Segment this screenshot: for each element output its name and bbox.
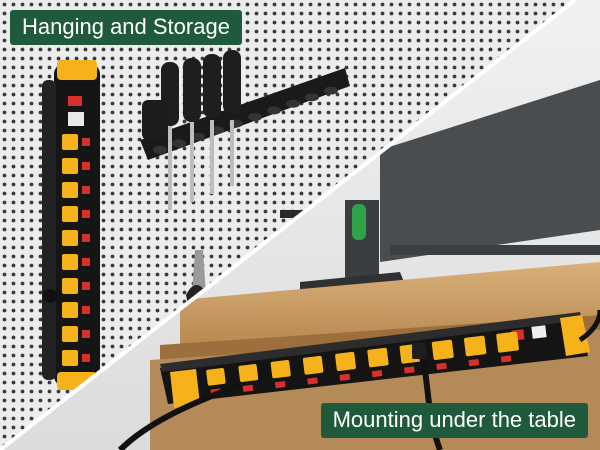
screwdriver-shaft [230,120,234,186]
vertical-power-strip [42,60,100,390]
vertical-outlets [62,134,90,366]
green-indicator [352,204,366,240]
outlet [62,278,78,294]
rack-bracket [142,100,168,140]
outlet-switch [82,282,90,290]
screwdriver-shaft [190,120,194,202]
outlet [62,158,78,174]
end-cap-top [57,60,97,80]
outlet-switch [371,370,383,378]
outlet [238,363,259,382]
monitor-screen [380,80,600,262]
desk-top [180,262,600,345]
rack-slot [248,113,262,121]
outlet [367,347,389,368]
outlet-switch [82,330,90,338]
rack-slot [267,106,281,115]
caption-mounting-under-table: Mounting under the table [320,403,588,438]
outlet [62,206,78,222]
screwdriver-shaft [210,120,214,194]
outlet-switch [339,373,351,381]
outlet [62,254,78,270]
outlet-switch [82,234,90,242]
outlet-switch [403,366,415,374]
screwdriver-icon [183,58,201,122]
outlet [496,331,519,353]
outlet [431,339,454,360]
diagonal-divider [0,0,575,450]
outlet-switch [274,381,286,389]
outlet-switch [436,362,447,370]
screwdriver-icon [203,54,221,118]
cable [117,382,242,450]
horizontal-power-strip [160,312,590,408]
outlet-switch [82,162,90,170]
screwdriver-shaft [168,120,172,210]
rack-slot [305,93,319,102]
outlet-switch [468,359,480,367]
cord-hook [43,289,57,303]
outlet [335,351,356,371]
rack-slot [286,99,300,108]
usb-port [68,112,84,126]
outlet-switch [242,384,254,392]
outlet-switch [82,354,90,362]
screwdriver-rack [140,50,350,210]
outlet [62,326,78,342]
horizontal-outlets [206,331,519,396]
outlet-switch [82,258,90,266]
screwdriver-icon [223,50,241,114]
outlet [62,134,78,150]
outlet [62,230,78,246]
rack-slot [153,146,167,154]
outlet [302,355,324,375]
outlet [464,335,487,357]
rack-slot [191,132,205,141]
outlet [62,350,78,366]
usb-port-h [531,325,547,339]
outlet [62,182,78,198]
rack-slot [172,139,186,148]
outlet-switch [82,138,90,146]
outlet [62,302,78,318]
outlet-switch [500,355,512,363]
rack-slot [324,86,338,95]
outlet-switch [82,186,90,194]
outlet-switch [82,306,90,314]
end-cap-right [560,315,590,356]
end-cap-left [170,369,200,408]
master-switch [68,96,82,106]
caption-hanging-and-storage: Hanging and Storage [10,10,242,45]
outlet-switch [82,210,90,218]
plug-icon [412,343,426,359]
outlet [270,359,291,379]
outlet [206,368,226,386]
outlet-switch [307,377,318,385]
